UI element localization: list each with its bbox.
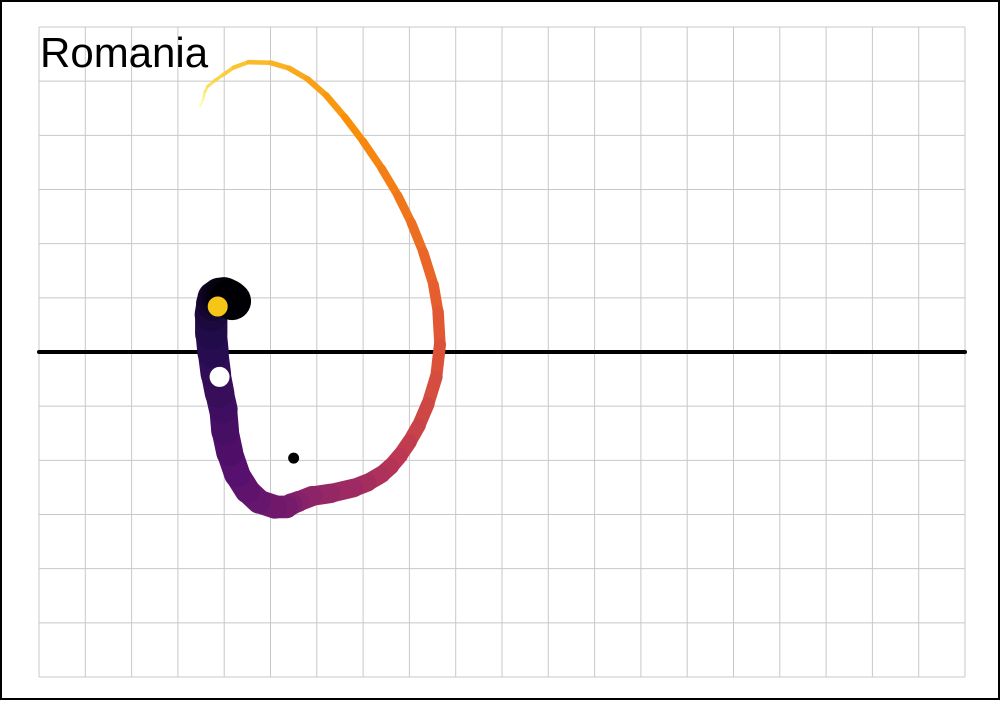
trajectory-segment (322, 91, 348, 121)
trajectory-segment (199, 99, 204, 108)
trajectory-segment (393, 191, 416, 227)
trajectory-segment (377, 164, 402, 200)
trajectory-segment (304, 75, 330, 99)
trajectory-marker (207, 296, 228, 317)
chart-title: Romania (40, 29, 209, 76)
trajectory-segment (286, 65, 311, 82)
trajectory-segment (359, 137, 386, 173)
trajectory-markers (207, 296, 300, 464)
trajectory-marker (209, 366, 230, 387)
trajectory-segment (406, 217, 429, 258)
trajectory-segment (212, 72, 225, 83)
trajectory-path (194, 59, 447, 519)
trajectory-segment (267, 60, 292, 71)
trajectory-segment (418, 247, 439, 290)
trajectory-segment (245, 59, 273, 66)
trajectory-segment (340, 113, 367, 145)
trajectory-marker (288, 452, 300, 464)
trajectory-segment (231, 60, 251, 70)
trajectory-segment (209, 279, 252, 321)
